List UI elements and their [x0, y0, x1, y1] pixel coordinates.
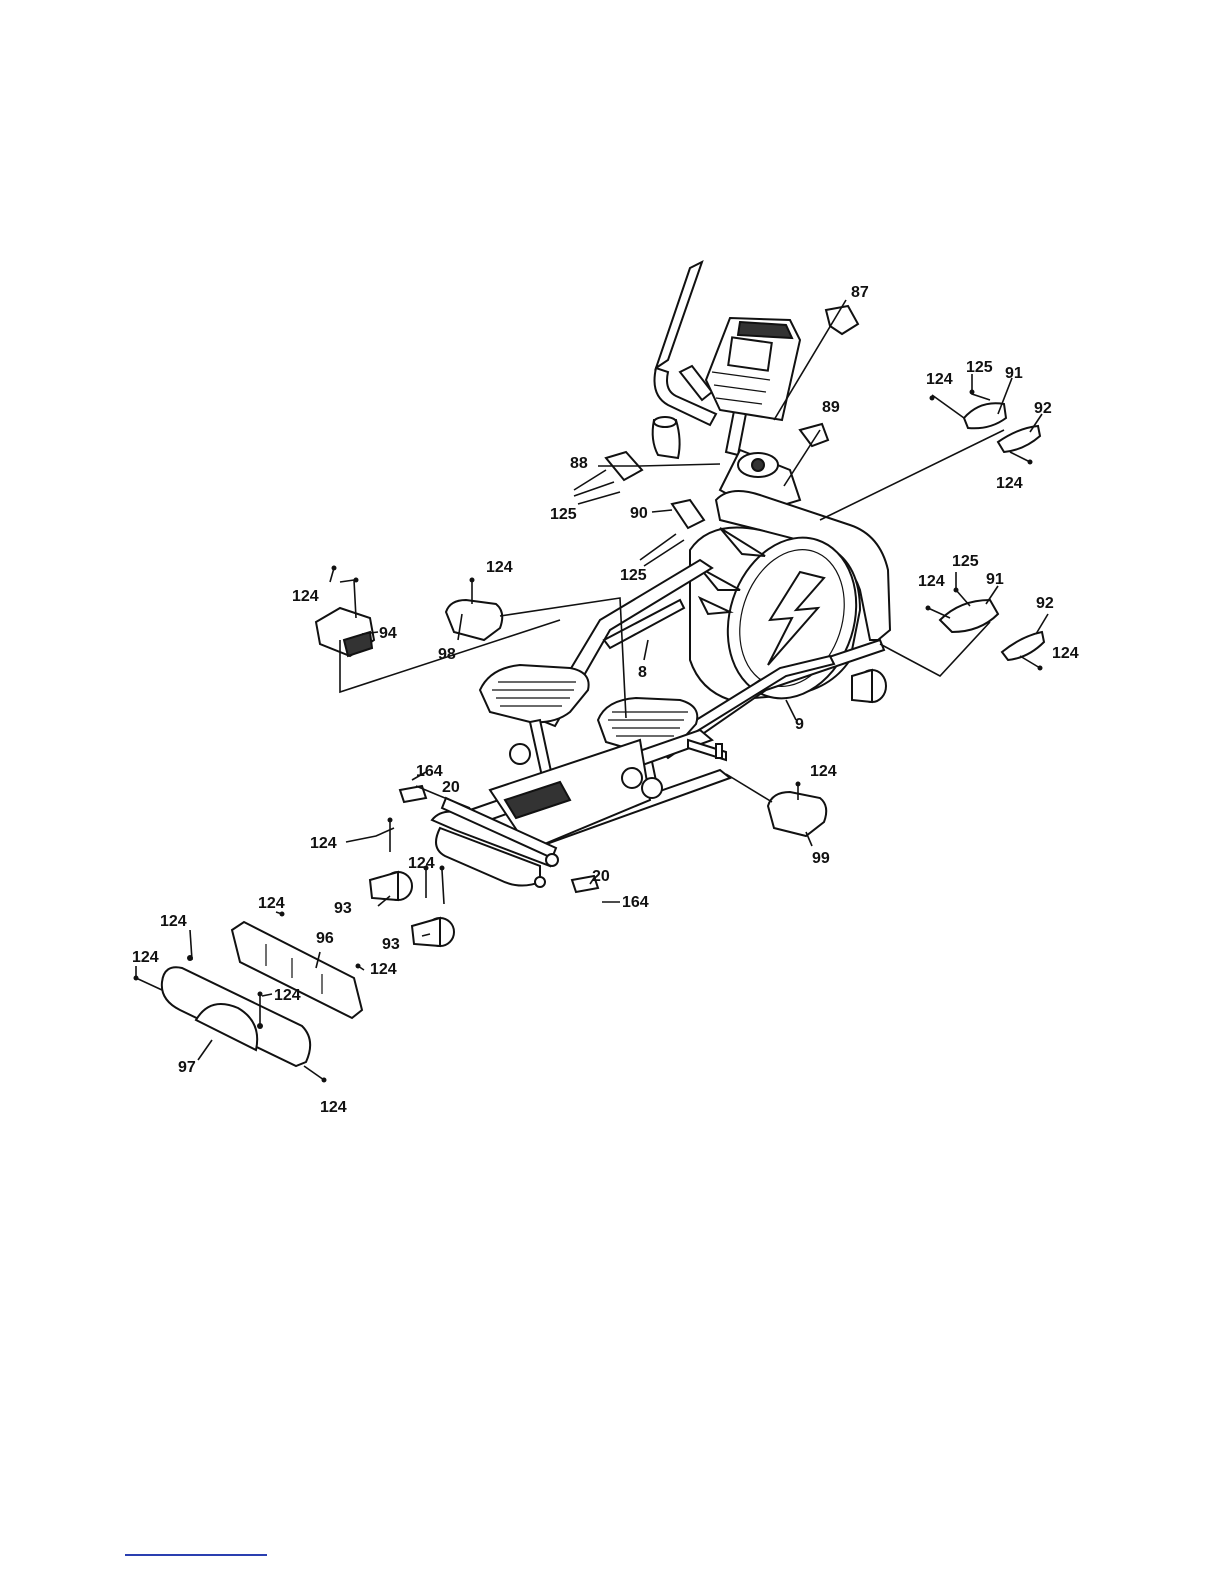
footer-divider: [125, 1554, 267, 1556]
part-labels: 87 125 91 124 89 92 88 124 125 90 125 12…: [132, 284, 1079, 1116]
part-label: 99: [812, 850, 830, 867]
part-label: 124: [132, 949, 159, 966]
part-label: 124: [320, 1099, 347, 1116]
part-label: 89: [822, 399, 840, 416]
part-label: 124: [926, 371, 953, 388]
part-label: 125: [952, 553, 979, 570]
part-label: 91: [986, 571, 1004, 588]
part-label: 92: [1036, 595, 1054, 612]
exploded-parts: [162, 306, 1044, 1066]
part-label: 124: [292, 588, 319, 605]
screw-markers: [134, 390, 1043, 1083]
part-label: 124: [160, 913, 187, 930]
part-label: 90: [630, 505, 648, 522]
part-label: 94: [379, 625, 397, 642]
part-label: 124: [258, 895, 285, 912]
part-label: 96: [316, 930, 334, 947]
part-label: 98: [438, 646, 456, 663]
part-label: 124: [408, 855, 435, 872]
part-label: 91: [1005, 365, 1023, 382]
part-label: 88: [570, 455, 588, 472]
part-label: 92: [1034, 400, 1052, 417]
part-label: 124: [996, 475, 1023, 492]
part-label: 125: [966, 359, 993, 376]
part-label: 164: [622, 894, 649, 911]
part-label: 124: [274, 987, 301, 1004]
part-label: 20: [442, 779, 460, 796]
part-label: 8: [638, 664, 647, 681]
part-label: 124: [810, 763, 837, 780]
part-label: 124: [1052, 645, 1079, 662]
part-label: 124: [310, 835, 337, 852]
part-label: 20: [592, 868, 610, 885]
part-label: 125: [550, 506, 577, 523]
part-label: 93: [382, 936, 400, 953]
part-label: 97: [178, 1059, 196, 1076]
part-label: 124: [486, 559, 513, 576]
part-label: 164: [416, 763, 443, 780]
part-label: 87: [851, 284, 869, 301]
part-label: 124: [370, 961, 397, 978]
part-label: 9: [795, 716, 804, 733]
part-label: 124: [918, 573, 945, 590]
part-label: 93: [334, 900, 352, 917]
part-label: 125: [620, 567, 647, 584]
